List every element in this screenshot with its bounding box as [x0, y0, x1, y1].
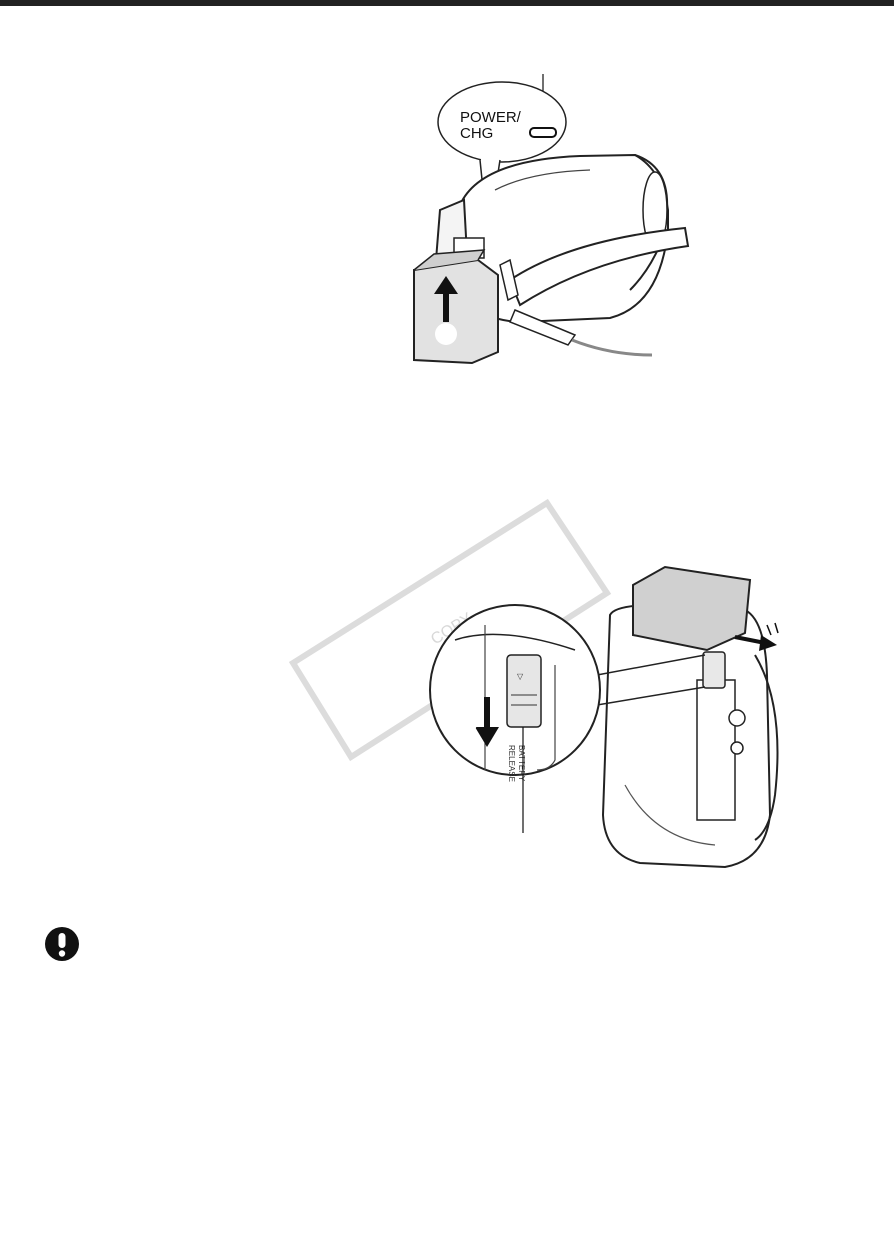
release-step-marker [453, 711, 477, 735]
battery-attach-illustration: POWER/ CHG [400, 60, 700, 380]
motion-lines [767, 623, 778, 635]
latch-enlarged [507, 655, 541, 727]
rear-jack-bottom [731, 742, 743, 754]
exclamation-icon [44, 926, 80, 962]
latch-marker: ▽ [517, 672, 524, 681]
battery-release-illustration: ▽ BATTERY RELEASE [425, 555, 825, 875]
latch-label-line1: BATTERY [517, 745, 526, 782]
callout-pointer-mask [481, 158, 499, 162]
rear-jack-top [729, 710, 745, 726]
latch-label-line2: RELEASE [507, 745, 516, 782]
battery-pack-mounted [633, 567, 750, 650]
power-chg-label-line2: CHG [460, 125, 493, 142]
release-arrow-head [759, 635, 777, 651]
battery-step-marker [435, 323, 457, 345]
top-rule [0, 0, 894, 6]
rear-panel [697, 680, 735, 820]
power-chg-lamp [530, 128, 556, 137]
battery-pack [414, 260, 498, 363]
dc-cable [572, 340, 652, 355]
power-chg-label-line1: POWER/ [460, 109, 522, 126]
battery-release-switch [703, 652, 725, 688]
